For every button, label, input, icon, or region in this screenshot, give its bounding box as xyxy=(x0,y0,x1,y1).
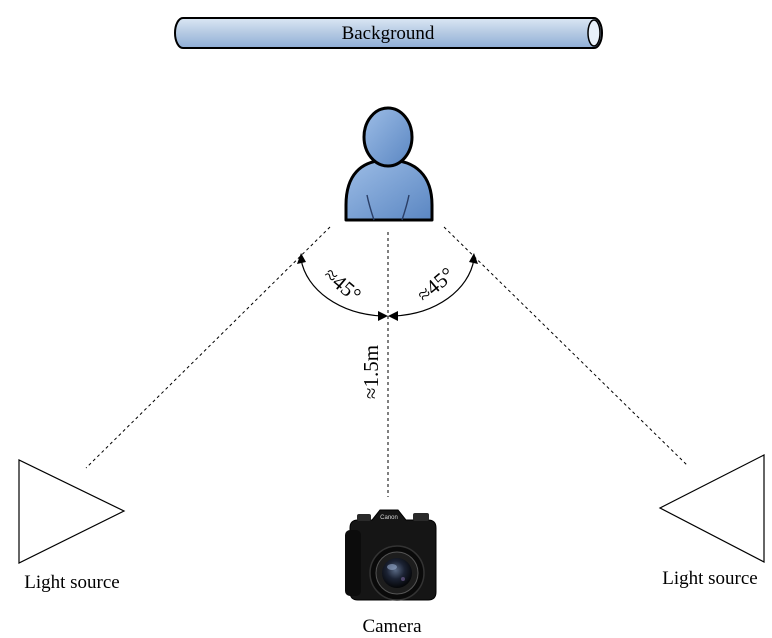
left-angle-arc xyxy=(297,253,388,321)
right-light-line xyxy=(443,226,689,467)
right-light-source: Light source xyxy=(658,454,765,589)
right-angle-arc xyxy=(388,253,478,321)
background-tube: Background xyxy=(174,17,603,49)
guide-lines xyxy=(85,226,689,497)
light-source-triangle-icon xyxy=(658,454,765,563)
dslr-camera-icon: Canon xyxy=(345,509,437,601)
left-light-source: Light source xyxy=(18,459,126,593)
left-angle-label: ≈45° xyxy=(319,262,366,307)
light-source-triangle-icon xyxy=(18,459,126,564)
camera-label: Camera xyxy=(362,616,422,637)
right-angle-label: ≈45° xyxy=(412,262,459,307)
left-light-label: Light source xyxy=(24,572,120,593)
left-light-line xyxy=(85,226,331,469)
distance-label: ≈1.5m xyxy=(359,345,383,399)
background-label: Background xyxy=(342,23,435,44)
camera-brand-label: Canon xyxy=(380,515,398,521)
right-light-label: Light source xyxy=(662,568,758,589)
person-silhouette-icon xyxy=(344,106,434,222)
